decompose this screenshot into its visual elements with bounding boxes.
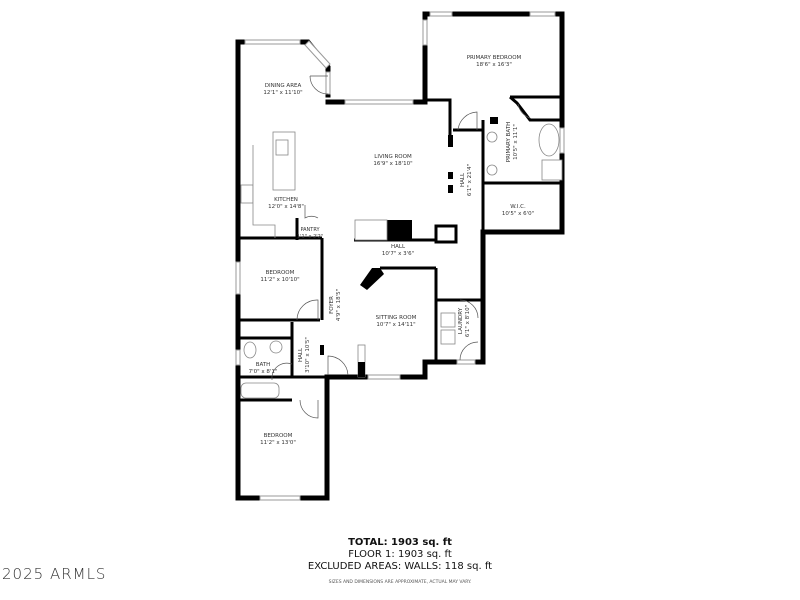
dining-name: DINING AREA xyxy=(265,83,302,89)
watermark: 2025 ARMLS xyxy=(2,565,107,583)
disclaimer: SIZES AND DIMENSIONS ARE APPROXIMATE, AC… xyxy=(328,580,472,585)
stove-icon xyxy=(240,184,254,204)
bath-dims: 7'0" x 8'1" xyxy=(249,369,278,375)
primary-bedroom-name: PRIMARY BEDROOM xyxy=(467,55,522,61)
toilet-icon xyxy=(243,341,257,359)
bedroom2-name: BEDROOM xyxy=(264,433,293,439)
hall-west-name: HALL xyxy=(298,347,304,362)
bath-name: BATH xyxy=(256,362,271,368)
fixtures xyxy=(240,123,563,399)
wic-dims: 10'5" x 6'0" xyxy=(502,211,534,217)
kitchen-dims: 12'0" x 14'8" xyxy=(268,204,304,210)
laundry-name: LAUNDRY xyxy=(458,307,464,334)
bathtub-icon xyxy=(240,382,280,399)
living-name: LIVING ROOM xyxy=(374,154,412,160)
hall-east-name: HALL xyxy=(460,172,466,187)
kitchen-name: KITCHEN xyxy=(274,197,298,203)
sink-icon xyxy=(269,340,283,354)
laundry-dims: 6'1" x 8'10" xyxy=(465,305,471,337)
dryer-icon xyxy=(440,329,456,345)
sink-icon xyxy=(275,139,289,156)
washer-icon xyxy=(440,312,456,328)
excluded-area: EXCLUDED AREAS: WALLS: 118 sq. ft xyxy=(307,561,493,572)
windows xyxy=(235,11,565,501)
living-dims: 16'9" x 18'10" xyxy=(373,161,412,167)
hall-east-dims: 6'1" x 21'4" xyxy=(467,164,473,196)
primary-bedroom-dims: 18'6" x 16'3" xyxy=(476,62,512,68)
floor-area: FLOOR 1: 1903 sq. ft xyxy=(348,549,452,560)
bathtub-icon xyxy=(538,123,560,157)
hall-west-dims: 3'10" x 10'5" xyxy=(305,337,311,373)
total-area: TOTAL: 1903 sq. ft xyxy=(348,537,452,548)
foyer-name: FOYER xyxy=(329,296,335,314)
sink-icon xyxy=(486,164,498,176)
sitting-dims: 10'7" x 14'11" xyxy=(376,322,415,328)
interior-walls xyxy=(238,95,562,402)
hall-center-dims: 10'7" x 3'6" xyxy=(382,251,414,257)
primary-bath-dims: 10'5" x 11'1" xyxy=(513,124,519,160)
pantry-dims: 1'1" x 2'2" xyxy=(297,234,323,240)
hall-center-name: HALL xyxy=(391,244,406,250)
room-labels: DINING AREA 12'1" x 11'10" LIVING ROOM 1… xyxy=(249,55,535,446)
wic-name: W.I.C. xyxy=(510,204,526,210)
pantry-name: PANTRY xyxy=(300,227,320,233)
primary-bath-name: PRIMARY BATH xyxy=(506,122,512,162)
sink-icon xyxy=(486,131,498,143)
bedroom1-dims: 11'2" x 10'10" xyxy=(260,277,299,283)
bedroom2-dims: 11'2" x 13'0" xyxy=(260,440,296,446)
sitting-name: SITTING ROOM xyxy=(376,315,417,321)
doors xyxy=(271,75,531,419)
shower-icon xyxy=(541,159,563,181)
foyer-dims: 4'9" x 18'5" xyxy=(336,289,342,321)
dining-dims: 12'1" x 11'10" xyxy=(263,90,302,96)
bedroom1-name: BEDROOM xyxy=(266,270,295,276)
